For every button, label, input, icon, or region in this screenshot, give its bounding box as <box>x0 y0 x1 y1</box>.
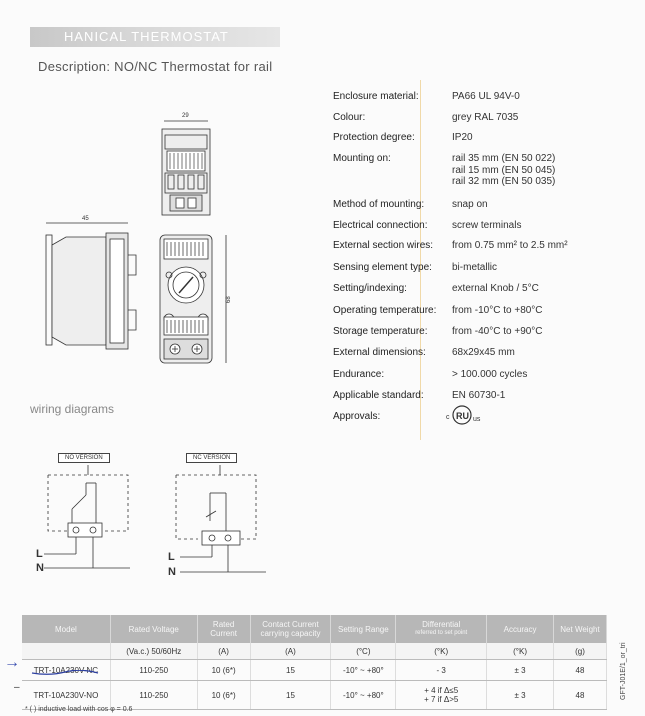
table-cell: 15 <box>250 659 332 681</box>
table-row: TRT-10A230V-NC 110-250 10 (6*) 15 -10° ~… <box>22 659 607 681</box>
nc-line-label: L <box>168 551 175 563</box>
no-neutral-label: N <box>36 562 44 574</box>
table-cell: + 4 if Δ≤5 <box>424 686 459 695</box>
unit-cell <box>22 643 111 660</box>
table-cell: 48 <box>553 680 607 710</box>
unit-cell: (Va.c.) 50/60Hz <box>110 643 198 660</box>
dim-top-label: 29 <box>182 113 189 119</box>
wiring-diagram <box>44 465 266 573</box>
spec-value: screw terminals <box>452 220 522 231</box>
arrow-right-icon: → <box>4 654 20 671</box>
spec-label: External section wires: <box>333 240 434 251</box>
table-cell: 10 (6*) <box>197 659 251 681</box>
spec-value: EN 60730-1 <box>452 390 506 401</box>
spec-label: Electrical connection: <box>333 220 428 231</box>
col-header: Rated Voltage <box>110 615 198 643</box>
table-cell: + 7 if Δ>5 <box>424 695 459 704</box>
spec-label: Mounting on: <box>333 153 391 164</box>
technical-drawing: 29 45 <box>45 113 232 364</box>
model-cell: TRT-10A230V-NC <box>22 659 111 681</box>
no-line-label: L <box>36 548 43 560</box>
unit-cell: (g) <box>553 643 607 660</box>
spec-value: snap on <box>452 199 488 210</box>
spec-value: IP20 <box>452 132 473 143</box>
spec-label: Method of mounting: <box>333 199 425 210</box>
underline-scribble <box>31 670 99 675</box>
table-cell: 48 <box>553 659 607 681</box>
description: Description: NO/NC Thermostat for rail <box>38 59 273 74</box>
divider-line <box>420 80 421 440</box>
dash-mark-icon: – <box>14 682 20 693</box>
col-header: Contact Current carrying capacity <box>250 615 332 643</box>
spec-label: Operating temperature: <box>333 305 437 316</box>
table-cell: 110-250 <box>110 680 198 710</box>
dim-side-label: 45 <box>82 216 89 222</box>
table-cell: -10° ~ +80° <box>330 659 397 681</box>
spec-label: Approvals: <box>333 411 381 422</box>
table-cell: 10 (6*) <box>197 680 251 710</box>
no-version-label: NO VERSION <box>58 453 110 463</box>
model-table: Model Rated Voltage Rated Current Contac… <box>22 615 607 710</box>
spec-label: External dimensions: <box>333 347 426 358</box>
table-cell-differential: + 4 if Δ≤5 + 7 if Δ>5 <box>395 680 488 710</box>
col-header: Accuracy <box>486 615 555 643</box>
table-cell: ± 3 <box>486 680 555 710</box>
spec-label: Storage temperature: <box>333 326 428 337</box>
spec-label: Enclosure material: <box>333 91 419 102</box>
col-header: Net Weight <box>553 615 607 643</box>
unit-cell: (°C) <box>330 643 397 660</box>
spec-label: Colour: <box>333 112 366 123</box>
unit-cell: (A) <box>197 643 251 660</box>
spec-value: rail 32 mm (EN 50 035) <box>452 176 556 187</box>
spec-value: bi-metallic <box>452 262 498 273</box>
spec-value: external Knob / 5°C <box>452 283 539 294</box>
table-cell: - 3 <box>395 659 488 681</box>
approval-us: us <box>473 416 481 423</box>
section-title: HANICAL THERMOSTAT <box>30 27 280 47</box>
col-header-sub: referred to set point <box>415 630 468 636</box>
model-cell: TRT-10A230V-NO <box>22 680 111 710</box>
spec-label: Endurance: <box>333 369 385 380</box>
spec-value: grey RAL 7035 <box>452 112 519 123</box>
table-cell: -10° ~ +80° <box>330 680 397 710</box>
spec-value: PA66 UL 94V-0 <box>452 91 520 102</box>
unit-cell: (°K) <box>395 643 488 660</box>
approval-ru: RU <box>456 411 469 421</box>
spec-label: Sensing element type: <box>333 262 432 273</box>
col-header-differential: Differential referred to set point <box>395 615 488 643</box>
spec-value: from -10°C to +80°C <box>452 305 543 316</box>
table-cell: ± 3 <box>486 659 555 681</box>
col-header: Rated Current <box>197 615 251 643</box>
ul-approval-mark-icon: c RU us <box>446 405 481 425</box>
table-cell: 15 <box>250 680 332 710</box>
spec-value: > 100.000 cycles <box>452 369 528 380</box>
spec-label: Protection degree: <box>333 132 415 143</box>
nc-version-label: NC VERSION <box>186 453 238 463</box>
spec-label: Setting/indexing: <box>333 283 407 294</box>
table-row: TRT-10A230V-NO 110-250 10 (6*) 15 -10° ~… <box>22 680 607 710</box>
spec-value: from 0.75 mm² to 2.5 mm² <box>452 240 568 251</box>
table-header-row: Model Rated Voltage Rated Current Contac… <box>22 615 607 643</box>
wiring-title: wiring diagrams <box>30 402 115 416</box>
spec-value: 68x29x45 mm <box>452 347 515 358</box>
col-header: Differential <box>422 620 461 629</box>
spec-value: rail 15 mm (EN 50 045) <box>452 165 556 176</box>
model-name: TRT-10A230V-NC <box>33 665 99 675</box>
side-code: GFT-J01E/1_or_tri <box>620 642 627 700</box>
dim-height-label: 68 <box>226 296 232 303</box>
unit-cell: (°K) <box>486 643 555 660</box>
table-cell: 110-250 <box>110 659 198 681</box>
spec-label: Applicable standard: <box>333 390 424 401</box>
col-header: Model <box>22 615 111 643</box>
col-header: Setting Range <box>330 615 397 643</box>
footnote: * ( ) inductive load with cos φ = 0.6 <box>25 706 133 713</box>
spec-value: from -40°C to +90°C <box>452 326 543 337</box>
nc-neutral-label: N <box>168 566 176 578</box>
approval-c: c <box>446 414 450 421</box>
unit-cell: (A) <box>250 643 332 660</box>
units-row: (Va.c.) 50/60Hz (A) (A) (°C) (°K) (°K) (… <box>22 643 607 660</box>
spec-value: rail 35 mm (EN 50 022) <box>452 153 556 164</box>
